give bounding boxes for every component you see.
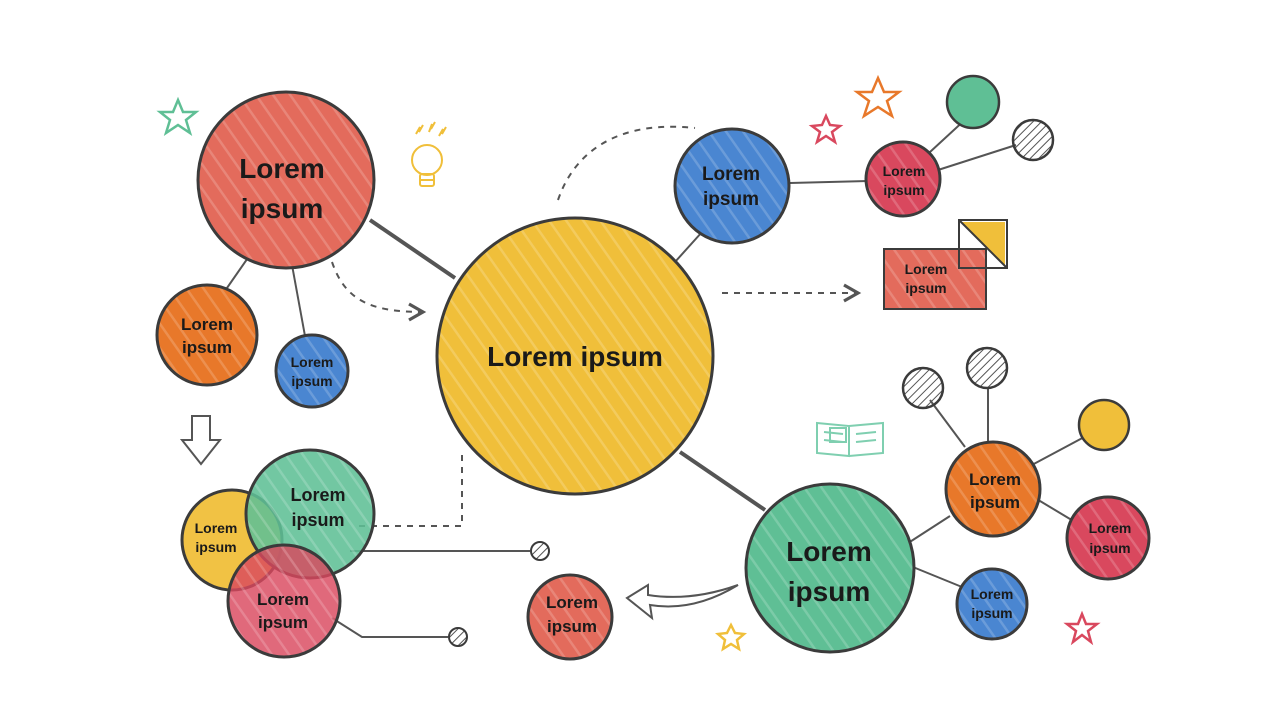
node-label-line1: Lorem [546, 593, 598, 612]
venn-red-line2: ipsum [258, 613, 308, 632]
connector-center-topright [674, 231, 703, 263]
connector-orange-hatch1 [929, 399, 966, 448]
node-label-line2: ipsum [970, 493, 1020, 512]
node-label-line2: ipsum [241, 193, 323, 224]
node-label-line2: ipsum [971, 605, 1012, 621]
node-label-line1: Lorem [181, 315, 233, 334]
dashed-curve-top [557, 125, 696, 201]
node-top-right-blue[interactable]: Lorem ipsum [673, 127, 791, 245]
node-br-hatch-dot-1[interactable] [901, 366, 945, 410]
connector-red-hatch [937, 144, 1017, 171]
venn-green-line2: ipsum [291, 510, 344, 530]
node-label-line2: ipsum [182, 338, 232, 357]
node-label-line1: Lorem [969, 470, 1021, 489]
connector-green-blue [907, 564, 963, 588]
connector-venn-dot2 [331, 617, 448, 638]
node-label-line1: Lorem [971, 586, 1014, 602]
connector-center-topleft [368, 218, 457, 280]
node-label-line1: Lorem [239, 153, 325, 184]
node-label-line1: Lorem [1089, 520, 1132, 536]
node-label-line2: ipsum [547, 617, 597, 636]
node-label-line1: Lorem [883, 163, 926, 179]
hatch-dot-1 [530, 541, 550, 561]
node-left-orange[interactable]: Lorem ipsum [155, 283, 259, 387]
star-icon [715, 622, 747, 652]
node-left-blue[interactable]: Lorem ipsum [274, 333, 350, 409]
center-node[interactable]: Lorem ipsum [435, 216, 715, 496]
node-label-line1: Lorem [905, 261, 948, 277]
venn-green-line1: Lorem [290, 485, 345, 505]
node-right-box[interactable]: Lorem ipsum [883, 248, 987, 310]
connectors [219, 116, 1089, 638]
node-br-blue[interactable]: Lorem ipsum [955, 567, 1029, 641]
node-label-line1: Lorem [702, 164, 760, 185]
star-icon [156, 96, 200, 136]
venn-red-line1: Lorem [257, 590, 309, 609]
dashed-arrow-left [331, 261, 427, 322]
venn-labels: Lorem ipsum Lorem ipsum Lorem ipsum [195, 485, 346, 632]
node-label-line2: ipsum [883, 182, 924, 198]
node-label-line2: ipsum [788, 576, 870, 607]
node-br-orange[interactable]: Lorem ipsum [944, 440, 1042, 538]
node-br-yellow-dot[interactable] [1077, 398, 1131, 452]
node-br-hatch-dot-2[interactable] [965, 346, 1009, 390]
star-icon [1063, 610, 1101, 646]
venn-yellow-line2: ipsum [195, 539, 236, 555]
node-label-line1: Lorem [291, 354, 334, 370]
node-label-line2: ipsum [291, 373, 332, 389]
triangle-square-decoration [958, 219, 1008, 269]
curved-arrow-icon [625, 583, 739, 621]
node-top-right-hatch-dot[interactable] [1011, 118, 1055, 162]
node-bottom-green[interactable]: Lorem ipsum [744, 482, 916, 654]
center-label: Lorem ipsum [487, 341, 663, 372]
node-label-line2: ipsum [905, 280, 946, 296]
down-arrow-icon [179, 415, 223, 466]
node-br-red[interactable]: Lorem ipsum [1065, 495, 1151, 581]
node-label-line1: Lorem [786, 536, 872, 567]
book-icon [816, 421, 884, 458]
node-label-line2: ipsum [1089, 540, 1130, 556]
star-icon [853, 74, 903, 119]
connector-blue-red [789, 180, 869, 184]
hatch-dot-2 [448, 627, 468, 647]
lightbulb-icon [411, 121, 447, 187]
node-top-right-red[interactable]: Lorem ipsum [864, 140, 942, 218]
node-bottom-red[interactable]: Lorem ipsum [526, 573, 614, 661]
connector-center-bottomright [678, 450, 767, 512]
connector-topleft-blue [291, 264, 306, 337]
node-top-left-main[interactable]: Lorem ipsum [196, 90, 376, 270]
node-venn-red[interactable] [226, 543, 342, 659]
connector-orange-yellow [1029, 434, 1089, 467]
star-icon [808, 112, 844, 145]
venn-yellow-line1: Lorem [195, 520, 238, 536]
node-label-line2: ipsum [703, 189, 759, 210]
node-top-right-green-dot[interactable] [945, 74, 1001, 130]
